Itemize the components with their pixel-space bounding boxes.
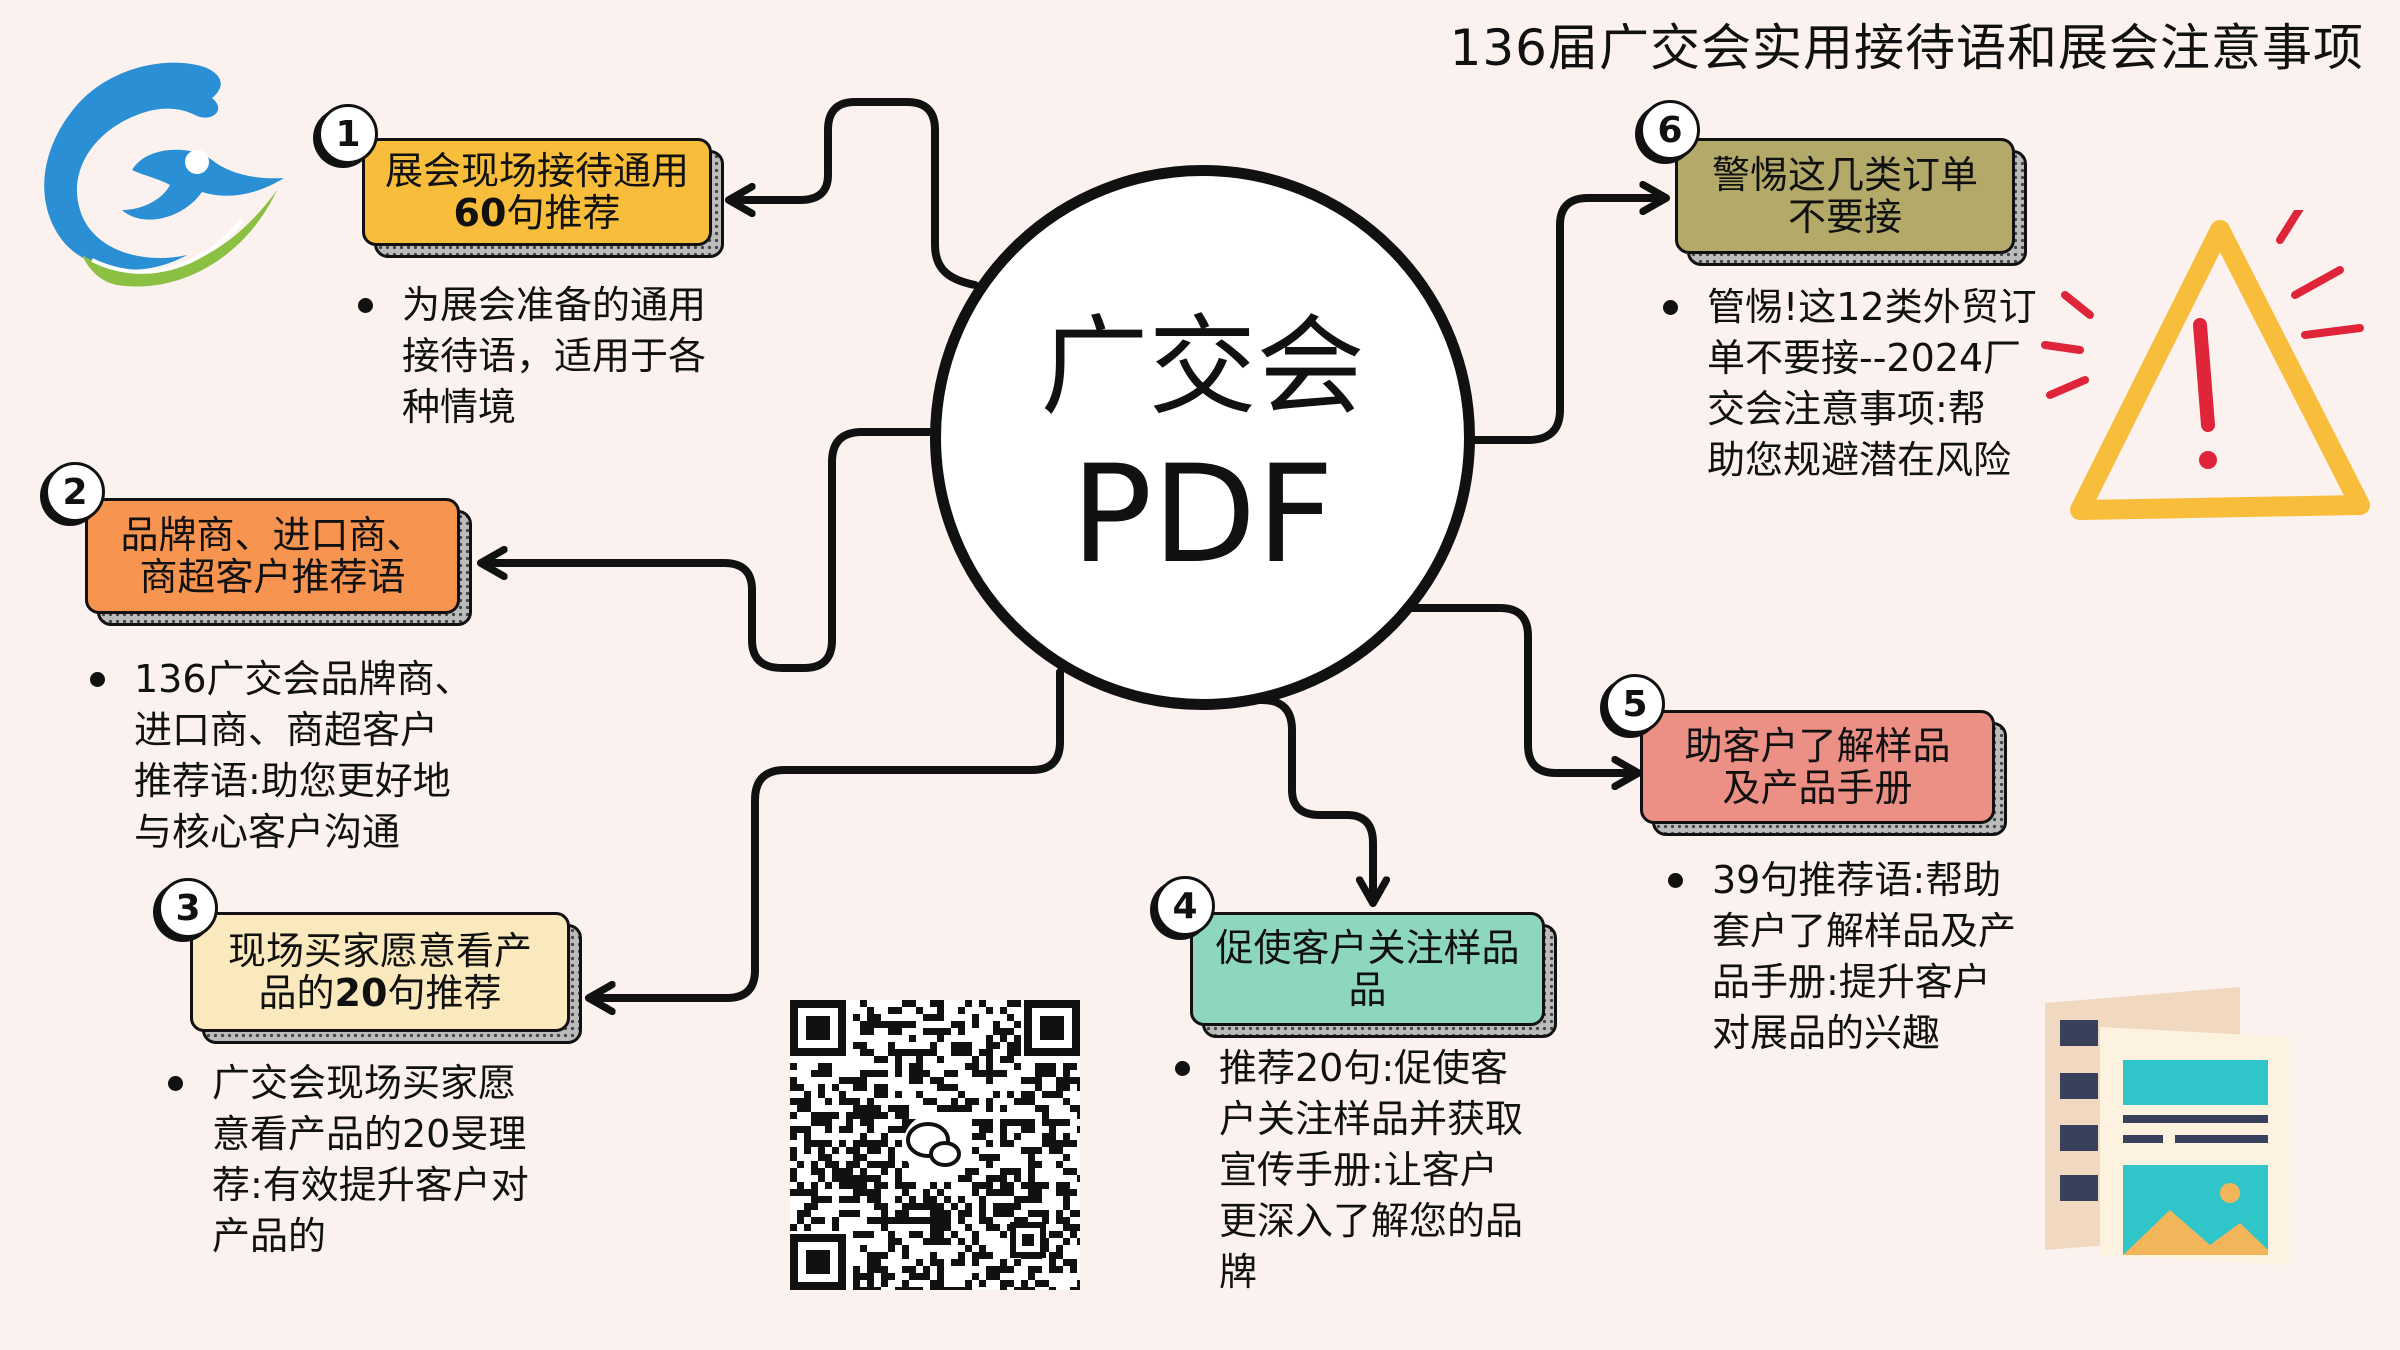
node-6-box: 警惕这几类订单 不要接: [1675, 138, 2015, 254]
node-5-number-badge: 5: [1605, 674, 1665, 734]
node-4: 促使客户关注样品 品: [1190, 912, 1557, 1038]
node-4-desc-line: 宣传手册:让客户: [1219, 1148, 1498, 1192]
node-6-desc-line: 助您规避潜在风险: [1707, 438, 2012, 482]
connector-6: [1466, 198, 1663, 444]
node-6-number-badge: 6: [1640, 100, 1700, 160]
node-5-line1: 助客户了解样品: [1684, 724, 1951, 768]
node-2-box: 品牌商、进口商、 商超客户推荐语: [85, 498, 460, 614]
node-5-line2: 及产品手册: [1722, 766, 1913, 810]
node-4-number-badge: 4: [1155, 876, 1215, 936]
node-5-desc-line: 39句推荐语:帮助: [1712, 858, 2002, 902]
node-1-line1: 展会现场接待通用: [384, 149, 689, 193]
node-2-desc-line: 与核心客户沟通: [134, 810, 401, 854]
node-5: 助客户了解样品 及产品手册: [1640, 710, 2007, 836]
node-6-line2: 不要接: [1787, 195, 1902, 239]
node-6: 警惕这几类订单 不要接: [1675, 138, 2027, 266]
node-1-line2-rest: 句推荐: [506, 191, 621, 235]
node-6-desc-line: 管惕!这12类外贸订: [1707, 285, 2037, 329]
node-2-line2: 商超客户推荐语: [139, 555, 406, 599]
node-4-desc-line: 推荐20句:促使客: [1219, 1046, 1509, 1090]
center-title: 广交会: [1040, 305, 1365, 430]
node-2: 品牌商、进口商、 商超客户推荐语: [85, 498, 472, 626]
connector-3: [592, 668, 1064, 998]
connector-5: [1401, 604, 1635, 773]
node-5-box: 助客户了解样品 及产品手册: [1640, 710, 1995, 824]
node-1-desc-line: 种情境: [402, 385, 517, 429]
node-4-description: 推荐20句:促使客 户关注样品并获取 宣传手册:让客户 更深入了解您的品 牌: [1175, 1043, 1575, 1298]
node-3-desc-line: 荐:有效提升客户对: [212, 1163, 529, 1207]
node-4-line2: 品: [1348, 968, 1387, 1012]
node-4-line1: 促使客户关注样品: [1215, 926, 1520, 970]
node-2-desc-line: 进口商、商超客户: [134, 708, 439, 752]
node-5-desc-line: 对展品的兴趣: [1712, 1011, 1941, 1055]
node-1-desc-line: 接待语，适用于各: [402, 334, 707, 378]
node-1-desc-line: 为展会准备的通用: [402, 283, 707, 327]
node-3-box: 现场买家愿意看产 品的20句推荐: [190, 912, 570, 1032]
node-5-description: 39句推荐语:帮助 套户了解样品及产 品手册:提升客户 对展品的兴趣: [1668, 855, 2088, 1059]
node-1-line2-bold: 60: [453, 191, 507, 235]
node-5-desc-line: 品手册:提升客户: [1712, 960, 1991, 1004]
node-4-desc-line: 户关注样品并获取: [1219, 1097, 1524, 1141]
node-3-line2-bold: 20: [334, 971, 388, 1015]
node-2-description: 136广交会品牌商、 进口商、商超客户 推荐语:助您更好地 与核心客户沟通: [90, 654, 530, 858]
node-3-number-badge: 3: [158, 878, 218, 938]
node-4-box: 促使客户关注样品 品: [1190, 912, 1545, 1026]
logo-icon: [44, 62, 284, 287]
node-2-desc-line: 推荐语:助您更好地: [134, 759, 451, 803]
node-3-desc-line: 产品的: [212, 1214, 327, 1258]
connector-2: [484, 428, 939, 672]
node-6-description: 管惕!这12类外贸订 单不要接--2024厂 交会注意事项:帮 助您规避潜在风险: [1663, 282, 2083, 486]
page-title: 136届广交会实用接待语和展会注意事项: [1449, 19, 2364, 77]
center-circle: [930, 165, 1475, 710]
wechat-icon: [906, 1122, 961, 1167]
node-1-line2: 60句推荐: [454, 192, 621, 234]
node-2-line1: 品牌商、进口商、: [120, 513, 425, 557]
node-2-desc-line: 136广交会品牌商、: [134, 657, 473, 701]
node-3: 现场买家愿意看产 品的20句推荐: [190, 912, 582, 1044]
node-3-line2-rest: 句推荐: [387, 971, 502, 1015]
node-1-description: 为展会准备的通用 接待语，适用于各 种情境: [358, 280, 758, 433]
center-subtitle: PDF: [1070, 436, 1334, 593]
node-1-number-badge: 1: [318, 104, 378, 164]
node-6-line1: 警惕这几类订单: [1711, 153, 1978, 197]
node-6-desc-line: 交会注意事项:帮: [1707, 387, 1986, 431]
node-3-description: 广交会现场买家愿 意看产品的20旻理 荐:有效提升客户对 产品的: [168, 1058, 588, 1262]
brochure-icon: [2045, 987, 2290, 1265]
node-3-desc-line: 广交会现场买家愿: [212, 1061, 517, 1105]
node-2-number-badge: 2: [45, 462, 105, 522]
node-3-line2: 品的20句推荐: [259, 972, 502, 1014]
node-6-desc-line: 单不要接--2024厂: [1707, 336, 2022, 380]
node-1-box: 展会现场接待通用 60句推荐: [362, 138, 712, 246]
node-3-line2-prefix: 品的: [258, 971, 335, 1015]
qr-code-icon: [790, 1000, 1080, 1290]
node-3-line1: 现场买家愿意看产: [227, 929, 532, 973]
connector-1: [732, 98, 979, 289]
connector-4: [1161, 696, 1373, 900]
node-3-desc-line: 意看产品的20旻理: [212, 1112, 527, 1156]
warning-icon: [2041, 210, 2370, 520]
node-5-desc-line: 套户了解样品及产: [1712, 909, 2017, 953]
node-4-desc-line: 更深入了解您的品: [1219, 1199, 1524, 1243]
node-1: 展会现场接待通用 60句推荐: [362, 138, 724, 258]
node-4-desc-line: 牌: [1219, 1250, 1258, 1294]
